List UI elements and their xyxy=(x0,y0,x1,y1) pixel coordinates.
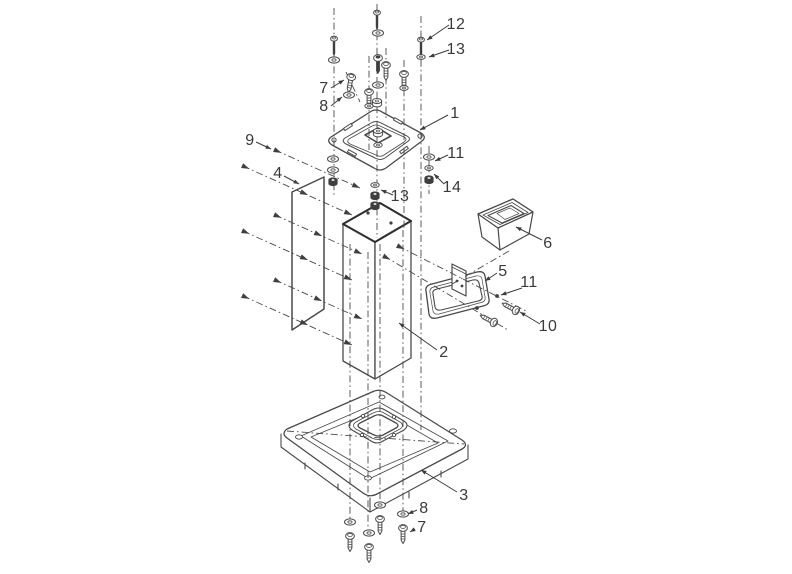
callout-11-mid: 11 xyxy=(520,274,538,291)
callout-1: 1 xyxy=(450,105,459,122)
callout-7-top: 7 xyxy=(319,80,328,97)
callout-8-top: 8 xyxy=(319,98,328,115)
callout-13-top: 13 xyxy=(447,41,466,58)
part-bracket xyxy=(425,263,490,319)
callout-5: 5 xyxy=(498,263,507,280)
callout-3: 3 xyxy=(459,487,468,504)
callout-9: 9 xyxy=(245,132,254,149)
callout-11-top: 11 xyxy=(447,145,465,162)
callout-12: 12 xyxy=(447,16,466,33)
bottom-fasteners xyxy=(344,501,409,563)
part-column xyxy=(341,201,413,380)
leader-lines xyxy=(255,24,543,533)
callout-6: 6 xyxy=(543,235,552,252)
part-base xyxy=(280,389,469,513)
callout-14: 14 xyxy=(443,179,462,196)
bracket-fasteners xyxy=(475,294,522,329)
callout-labels: 12 13 7 8 1 9 11 4 14 13 6 5 11 10 2 3 8… xyxy=(245,16,557,536)
part-side-panel xyxy=(291,176,325,331)
callout-4: 4 xyxy=(273,165,282,182)
callout-10: 10 xyxy=(539,318,558,335)
callout-13-mid: 13 xyxy=(391,188,410,205)
part-top-plate xyxy=(328,109,425,171)
callout-7-bottom: 7 xyxy=(417,519,426,536)
callout-2: 2 xyxy=(439,344,448,361)
callout-8-bottom: 8 xyxy=(419,500,428,517)
part-tray-box xyxy=(477,198,534,251)
fasteners xyxy=(327,9,522,563)
